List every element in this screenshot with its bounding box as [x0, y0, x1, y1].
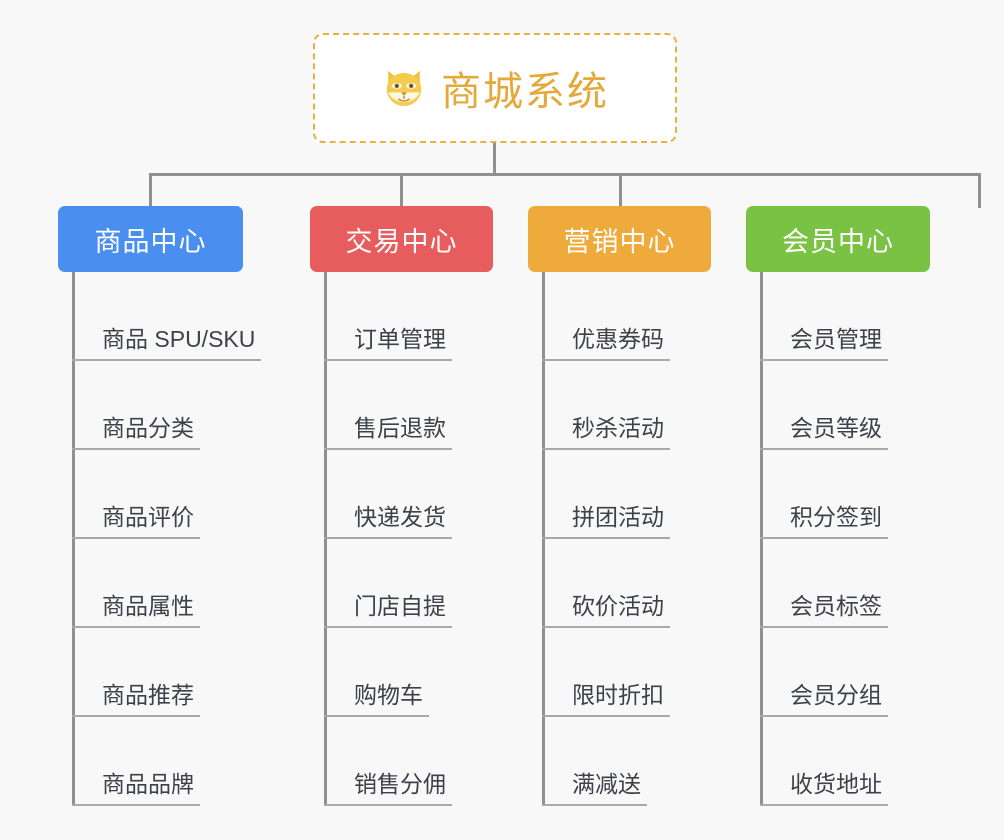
- connector-drop-4: [978, 173, 981, 208]
- leaf-item[interactable]: 购物车: [324, 628, 429, 717]
- category-box-product-center[interactable]: 商品中心: [58, 206, 243, 272]
- category-box-marketing-center[interactable]: 营销中心: [528, 206, 711, 272]
- leaf-item-label: 积分签到: [760, 504, 888, 539]
- branch-trunk: [760, 272, 763, 806]
- leaf-item-label: 限时折扣: [542, 682, 670, 717]
- leaf-item-label: 会员标签: [760, 593, 888, 628]
- leaf-item-label: 售后退款: [324, 415, 452, 450]
- leaf-item[interactable]: 订单管理: [324, 272, 452, 361]
- connector-drop-1: [149, 173, 152, 208]
- leaf-item[interactable]: 会员等级: [760, 361, 888, 450]
- leaf-item-label: 会员管理: [760, 326, 888, 361]
- leaf-item-label: 商品分类: [72, 415, 200, 450]
- leaf-item-label: 拼团活动: [542, 504, 670, 539]
- dog-face-icon: [381, 65, 427, 111]
- connector-root-vertical: [493, 143, 496, 175]
- leaf-item-label: 商品属性: [72, 593, 200, 628]
- connector-drop-2: [400, 173, 403, 208]
- branch-trunk: [72, 272, 75, 806]
- leaf-item[interactable]: 砍价活动: [542, 539, 670, 628]
- leaf-item[interactable]: 商品品牌: [72, 717, 200, 806]
- leaf-item-label: 订单管理: [324, 326, 452, 361]
- leaf-item-label: 砍价活动: [542, 593, 670, 628]
- leaf-item-label: 商品品牌: [72, 771, 200, 806]
- leaf-item[interactable]: 积分签到: [760, 450, 888, 539]
- leaf-item-label: 会员分组: [760, 682, 888, 717]
- leaf-item[interactable]: 售后退款: [324, 361, 452, 450]
- leaf-item[interactable]: 优惠券码: [542, 272, 670, 361]
- leaf-item-label: 购物车: [324, 682, 429, 717]
- leaf-item[interactable]: 商品评价: [72, 450, 200, 539]
- leaf-item[interactable]: 会员分组: [760, 628, 888, 717]
- leaf-item[interactable]: 商品属性: [72, 539, 200, 628]
- category-label: 营销中心: [563, 226, 676, 257]
- leaf-item[interactable]: 收货地址: [760, 717, 888, 806]
- leaf-item-label: 会员等级: [760, 415, 888, 450]
- leaf-item[interactable]: 商品 SPU/SKU: [72, 272, 262, 361]
- leaf-item-label: 快递发货: [324, 504, 452, 539]
- leaf-item[interactable]: 会员标签: [760, 539, 888, 628]
- leaf-item[interactable]: 会员管理: [760, 272, 888, 361]
- root-node-shopping-mall-system[interactable]: 商城系统: [313, 33, 677, 143]
- leaf-item-label: 秒杀活动: [542, 415, 670, 450]
- leaf-item-label: 商品评价: [72, 504, 200, 539]
- leaf-item-label: 优惠券码: [542, 326, 670, 361]
- leaf-item[interactable]: 快递发货: [324, 450, 452, 539]
- category-box-trade-center[interactable]: 交易中心: [310, 206, 493, 272]
- leaf-item[interactable]: 限时折扣: [542, 628, 670, 717]
- category-box-member-center[interactable]: 会员中心: [746, 206, 930, 272]
- leaf-item[interactable]: 销售分佣: [324, 717, 452, 806]
- leaf-item[interactable]: 拼团活动: [542, 450, 670, 539]
- branch-trunk: [542, 272, 545, 806]
- leaf-item[interactable]: 商品推荐: [72, 628, 200, 717]
- category-label: 交易中心: [345, 226, 458, 257]
- category-label: 商品中心: [94, 226, 207, 257]
- leaf-item-label: 门店自提: [324, 593, 452, 628]
- branch-trunk: [324, 272, 327, 806]
- category-label: 会员中心: [782, 226, 894, 257]
- connector-horizontal-bus: [149, 173, 981, 176]
- root-title: 商城系统: [441, 70, 609, 114]
- connector-drop-3: [619, 173, 622, 208]
- leaf-item[interactable]: 秒杀活动: [542, 361, 670, 450]
- leaf-item-label: 商品推荐: [72, 682, 200, 717]
- leaf-item-label: 满减送: [542, 771, 647, 806]
- leaf-item-label: 商品 SPU/SKU: [72, 326, 262, 361]
- leaf-item-label: 收货地址: [760, 771, 888, 806]
- leaf-item[interactable]: 商品分类: [72, 361, 200, 450]
- leaf-item-label: 销售分佣: [324, 771, 452, 806]
- leaf-item[interactable]: 满减送: [542, 717, 647, 806]
- leaf-item[interactable]: 门店自提: [324, 539, 452, 628]
